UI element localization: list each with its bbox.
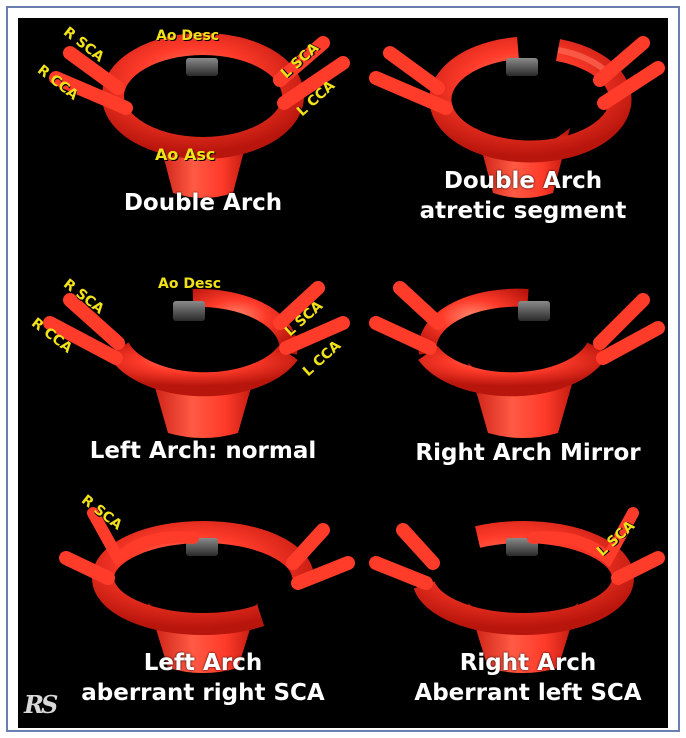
vessel-illustration [18, 18, 668, 728]
caption-double-arch-atretic: Double Arch atretic segment [398, 166, 648, 226]
right-arch-mirror-vessel [376, 288, 658, 438]
label-ao-asc: Ao Asc [155, 147, 215, 163]
caption-left-arch-aberrant-right-sca: Left Arch aberrant right SCA [58, 648, 348, 708]
label-ao-desc: Ao Desc [158, 276, 221, 292]
author-signature: RS [24, 690, 55, 719]
caption-right-arch-aberrant-left-sca: Right Arch Aberrant left SCA [388, 648, 668, 708]
figure-canvas: Ao Desc R SCA R CCA L SCA L CCA Ao Asc A… [18, 18, 668, 728]
descending-aorta-stub [186, 58, 218, 76]
caption-double-arch: Double Arch [78, 188, 328, 218]
caption-right-arch-mirror: Right Arch Mirror [388, 438, 668, 468]
caption-left-arch-normal: Left Arch: normal [58, 436, 348, 466]
label-ao-desc: Ao Desc [156, 28, 219, 44]
